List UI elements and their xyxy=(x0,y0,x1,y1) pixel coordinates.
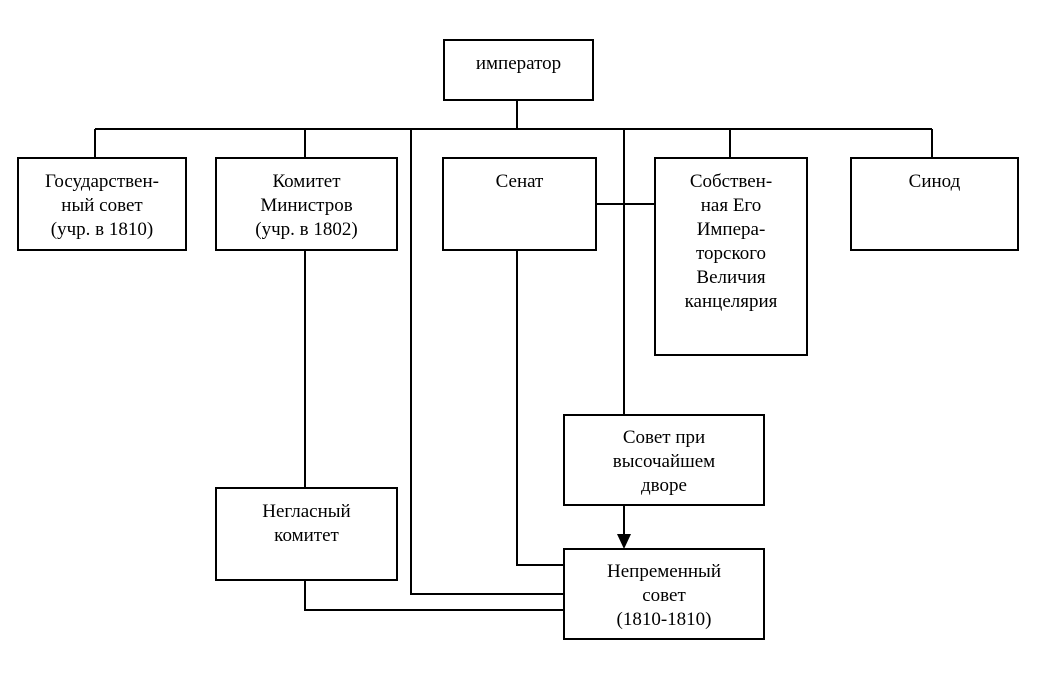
node-senate-label: Сенат xyxy=(495,171,544,192)
node-committee-ministers-label: Комитет Министров (учр. в 1802) xyxy=(255,171,358,240)
node-state-council-label: Государствен- ный совет (учр. в 1810) xyxy=(45,171,159,240)
node-council-court-label: Совет при высочайшем дворе xyxy=(612,427,716,496)
node-senate: Сенат xyxy=(442,157,597,251)
node-synod: Синод xyxy=(850,157,1019,251)
connector-secret-permanent xyxy=(304,580,564,611)
node-secret-committee: Негласный комитет xyxy=(215,487,398,581)
node-state-council: Государствен- ный совет (учр. в 1810) xyxy=(17,157,187,251)
node-permanent-council: Непременный совет (1810-1810) xyxy=(563,548,765,640)
node-committee-ministers: Комитет Министров (учр. в 1802) xyxy=(215,157,398,251)
connector-bus-permanent xyxy=(410,129,564,595)
node-permanent-council-label: Непременный совет (1810-1810) xyxy=(607,561,721,630)
node-council-court: Совет при высочайшем дворе xyxy=(563,414,765,506)
node-synod-label: Синод xyxy=(908,171,961,192)
node-chancellery-label: Собствен- ная Его Импера- торского Велич… xyxy=(684,171,778,312)
connector-senate-permanent xyxy=(516,250,564,566)
node-chancellery: Собствен- ная Его Импера- торского Велич… xyxy=(654,157,808,356)
arrowhead xyxy=(617,534,631,549)
node-emperor-label: император xyxy=(475,53,562,74)
node-secret-committee-label: Негласный комитет xyxy=(262,501,351,546)
node-emperor: император xyxy=(443,39,594,101)
